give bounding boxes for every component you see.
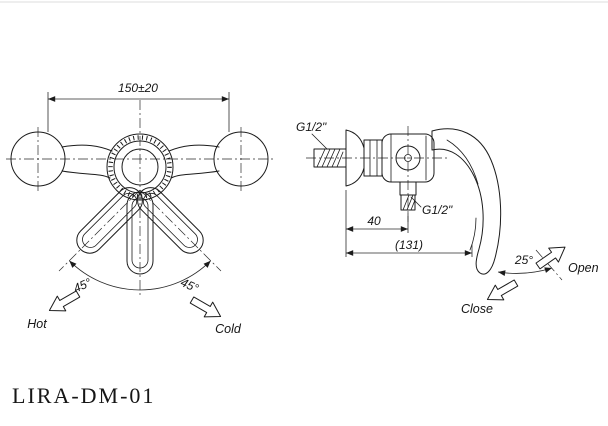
width-dimension-text: 150±20 (118, 81, 158, 95)
outlet-thread-label: G1/2" (422, 203, 453, 217)
open-label: Open (568, 261, 599, 275)
outlet-leader (410, 196, 422, 208)
swing-arc (69, 260, 211, 291)
side-view: G1/2" G1/2" 40 (131) 25° Open Close (296, 120, 599, 316)
knurled-ring (108, 135, 172, 199)
front-centerlines (6, 100, 274, 298)
wall-distance-dimension: 40 (345, 190, 409, 257)
right-angle-label: 45° (178, 275, 200, 295)
overall-depth-dimension: (131) (346, 238, 473, 257)
lever-handle-side (431, 128, 502, 275)
left-escutcheon (10, 131, 66, 187)
overall-depth-text: (131) (395, 238, 423, 252)
cold-direction-arrow (187, 292, 226, 325)
front-view: 45° 45° 150±20 Hot Cold (6, 81, 274, 336)
handle-angle-label: 25° (514, 253, 533, 267)
handle-center-position (126, 191, 154, 275)
cold-label: Cold (215, 322, 242, 336)
left-angle-label: 45° (71, 275, 93, 295)
side-centerlines (306, 126, 563, 281)
right-escutcheon (213, 131, 269, 187)
hot-direction-arrow (44, 286, 83, 319)
opening-arc (497, 267, 553, 276)
wall-distance-text: 40 (367, 214, 381, 228)
hot-label: Hot (27, 317, 47, 331)
close-label: Close (461, 302, 493, 316)
handle-positions (76, 187, 204, 275)
outlet-thread (399, 181, 417, 211)
connection-arms (61, 144, 220, 179)
drawing-title: LIRA-DM-01 (12, 383, 155, 408)
cartridge-cap (395, 145, 421, 171)
handle-right-position (137, 187, 204, 254)
width-dimension: 150±20 (47, 81, 230, 132)
handle-left-position (76, 187, 143, 254)
inlet-thread-label: G1/2" (296, 120, 327, 134)
inlet-leader (311, 133, 328, 150)
mixer-body-front (106, 133, 174, 201)
